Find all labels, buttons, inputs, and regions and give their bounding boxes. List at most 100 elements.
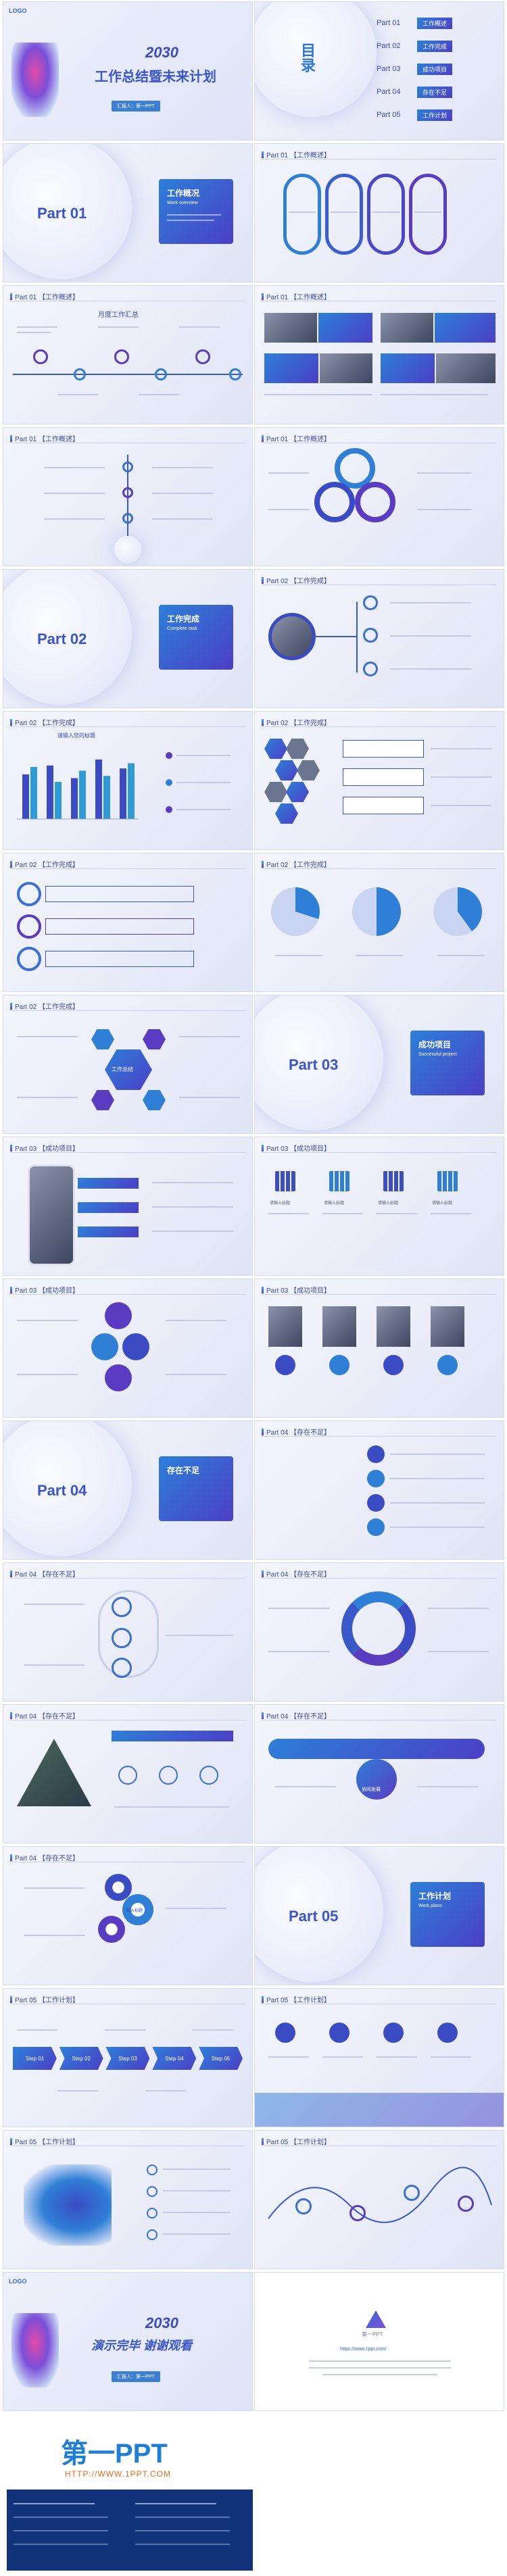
header-bar — [10, 1996, 12, 2003]
header-bar — [262, 1570, 264, 1577]
section-cn: 工作概况 — [167, 189, 200, 198]
cover-name-tag: 汇报人：第一PPT — [112, 101, 160, 112]
slide-steps[interactable]: Part 05 【工作计划】 Step 01 Step 02 Step 03 S… — [3, 1988, 253, 2127]
slide-runner[interactable]: Part 05 【工作计划】 — [3, 2130, 253, 2269]
tree-node — [363, 595, 378, 610]
section-en: Work plans — [418, 1904, 442, 1908]
slide-header: Part 01 【工作概述】 — [262, 291, 331, 301]
slide-header: Part 02 【工作完成】 — [262, 575, 331, 585]
slide-circle-icons[interactable]: Part 04 【存在不足】 — [3, 1562, 253, 1702]
grid-icon — [329, 1171, 349, 1191]
slide-flow[interactable]: Part 01 【工作概述】 — [3, 427, 253, 566]
credits-url[interactable]: https://www.1ppt.com/ — [340, 2347, 387, 2352]
photo-ring — [268, 613, 316, 660]
slide-icon-band[interactable]: Part 05 【工作计划】 — [254, 1988, 504, 2127]
slide-segmented-ring[interactable]: Part 04 【存在不足】 — [254, 1562, 504, 1702]
text-line — [24, 1887, 84, 1889]
slide-triangle-photo[interactable]: Part 04 【存在不足】 — [3, 1704, 253, 1843]
slide-hex-images[interactable]: Part 02 【工作完成】 — [254, 711, 504, 850]
text-line — [135, 2530, 230, 2531]
slide-section-3[interactable]: Part 03 成功项目 Successful project — [254, 995, 504, 1134]
text-line — [193, 2029, 233, 2031]
slide-vertical-dots[interactable]: Part 04 【存在不足】 — [254, 1420, 504, 1560]
top-banner — [112, 1731, 233, 1741]
bar — [30, 767, 37, 819]
step-chip[interactable]: Step 02 — [59, 2047, 103, 2070]
text-line — [44, 493, 105, 494]
text-line — [322, 2374, 437, 2375]
slide-curve[interactable]: Part 04 【存在不足】 协同发展 — [254, 1704, 504, 1843]
header-rule — [262, 726, 497, 727]
slide-timeline[interactable]: Part 01 【工作概述】 月度工作汇总 — [3, 285, 253, 424]
slide-credits[interactable]: 第一PPT https://www.1ppt.com/ — [254, 2272, 504, 2411]
slide-photo-cards[interactable]: Part 03 【成功项目】 — [254, 1279, 504, 1418]
text-line — [390, 1454, 485, 1455]
slide-gears[interactable]: Part 04 【存在不足】 输入标题 — [3, 1846, 253, 1985]
pie-slice — [295, 887, 320, 920]
slide-hex-center[interactable]: Part 02 【工作完成】 工作总结 — [3, 995, 253, 1134]
step-chip[interactable]: Step 05 — [199, 2047, 243, 2070]
list-box — [45, 951, 194, 967]
slide-wave[interactable]: Part 05 【工作计划】 — [254, 2130, 504, 2269]
slide-section-5[interactable]: Part 05 工作计划 Work plans — [254, 1846, 504, 1985]
slide-bar-chart[interactable]: Part 02 【工作完成】 请输入您的标题 — [3, 711, 253, 850]
legend-dot — [166, 806, 172, 813]
text-line — [135, 2517, 230, 2518]
slide-header: Part 02 【工作完成】 — [10, 859, 79, 869]
slide-rings[interactable]: Part 01 【工作概述】 — [254, 143, 504, 282]
text-line — [377, 2056, 417, 2058]
text-line — [166, 1320, 226, 1321]
step-chip[interactable]: Step 04 — [152, 2047, 197, 2070]
slide-four-circles[interactable]: Part 03 【成功项目】 — [3, 1279, 253, 1418]
band-icon — [275, 2023, 295, 2043]
timeline-node — [74, 368, 86, 380]
ending-name-tag: 汇报人：第一PPT — [112, 2371, 160, 2382]
step-chip[interactable]: Step 01 — [13, 2047, 57, 2070]
text-line — [268, 1608, 329, 1609]
slide-icon-columns[interactable]: Part 03 【成功项目】 请输入标题 请输入标题 请输入标题 请输入标题 — [254, 1137, 504, 1276]
header-bar — [10, 1002, 12, 1010]
text-line — [14, 2503, 95, 2504]
header-bar — [262, 576, 264, 584]
slide-header: Part 01 【工作概述】 — [262, 149, 331, 159]
header-bar — [10, 860, 12, 868]
list-ring — [17, 947, 41, 971]
section-en: Successful project — [418, 1052, 457, 1057]
slide-cover[interactable]: LOGO 2030 工作总结暨未来计划 汇报人：第一PPT — [3, 1, 253, 141]
text-line — [390, 668, 471, 670]
slide-section-2[interactable]: Part 02 工作完成 Complete task — [3, 569, 253, 708]
text-line — [163, 2169, 231, 2170]
slide-ending[interactable]: LOGO 2030 演示完毕 谢谢观看 汇报人：第一PPT — [3, 2272, 253, 2411]
slide-section-1[interactable]: Part 01 工作概况 Work overview — [3, 143, 253, 282]
legend-dot — [166, 779, 172, 786]
list-box — [45, 886, 194, 902]
slide-triangle[interactable]: Part 01 【工作概述】 — [254, 427, 504, 566]
step-chip[interactable]: Step 03 — [105, 2047, 150, 2070]
header-rule — [262, 1578, 497, 1579]
text-line — [44, 467, 105, 468]
footer-url[interactable]: HTTP://WWW.1PPT.COM — [65, 2469, 171, 2479]
slide-phone[interactable]: Part 03 【成功项目】 — [3, 1137, 253, 1276]
small-icon — [147, 2229, 158, 2240]
header-bar — [262, 1712, 264, 1719]
slide-section-4[interactable]: Part 04 存在不足 — [3, 1420, 253, 1560]
timeline-node — [155, 368, 167, 380]
text-line — [135, 2544, 230, 2545]
slide-tree[interactable]: Part 02 【工作完成】 — [254, 569, 504, 708]
hex-icon — [264, 739, 287, 759]
steps-bar: Step 01 Step 02 Step 03 Step 04 Step 05 — [13, 2047, 243, 2070]
slide-photos[interactable]: Part 01 【工作概述】 — [254, 285, 504, 424]
bar — [71, 778, 78, 819]
text-line — [268, 472, 309, 474]
text-line — [114, 1806, 229, 1808]
slide-pies[interactable]: Part 02 【工作完成】 — [254, 853, 504, 992]
header-rule — [262, 1152, 497, 1153]
icon-ring — [112, 1628, 132, 1648]
slide-rounded-list[interactable]: Part 02 【工作完成】 — [3, 853, 253, 992]
